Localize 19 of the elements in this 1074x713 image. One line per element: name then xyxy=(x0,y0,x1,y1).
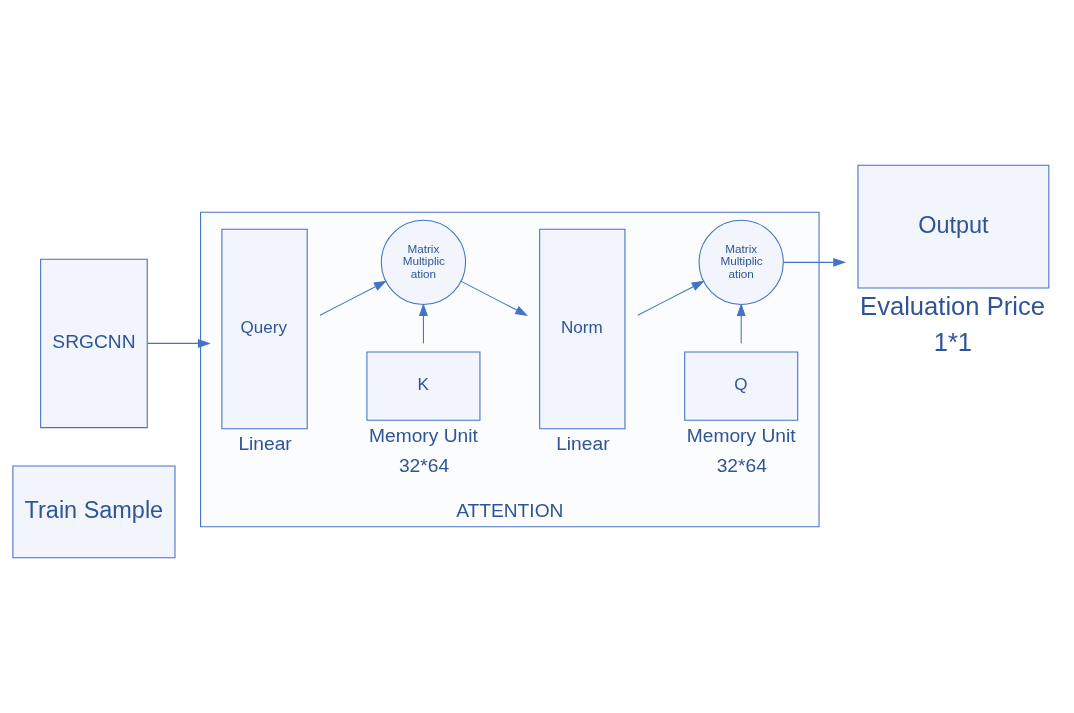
arrow xyxy=(418,302,428,344)
node-label: Linear xyxy=(238,432,292,454)
arrow xyxy=(319,280,387,316)
node-label: 1*1 xyxy=(933,327,973,356)
node-circle: Matrix Multiplic ation xyxy=(380,219,467,305)
node-circle: Matrix Multiplic ation xyxy=(698,219,784,305)
arrow xyxy=(146,338,211,348)
node-label: Memory Unit xyxy=(686,424,796,446)
arrow xyxy=(736,302,746,344)
arrow xyxy=(637,280,705,316)
node-box: SRGCNN xyxy=(40,258,148,428)
node-label: Linear xyxy=(556,432,610,454)
node-label: 32*64 xyxy=(398,454,450,476)
node-box: Train Sample xyxy=(12,465,176,558)
node-label: Evaluation Price xyxy=(860,291,1045,320)
node-label: Memory Unit xyxy=(369,424,478,446)
arrow xyxy=(460,280,529,316)
node-label: 32*64 xyxy=(716,454,767,476)
arrow xyxy=(783,257,847,267)
